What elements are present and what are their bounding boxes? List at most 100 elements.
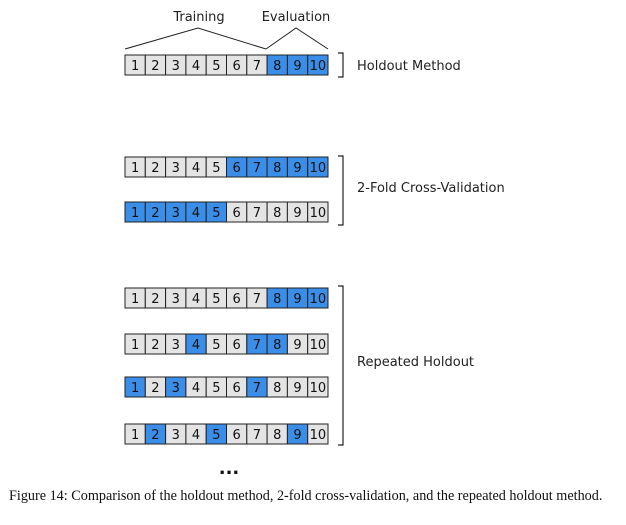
fold-number: 5 (212, 428, 220, 443)
fold-number: 8 (273, 381, 281, 396)
fold-cell (307, 201, 329, 223)
fold-number: 2 (151, 206, 159, 221)
fold-number: 9 (293, 381, 301, 396)
fold-number: 8 (273, 59, 281, 74)
figure-caption: Figure 14: Comparison of the holdout met… (9, 488, 603, 504)
repeated-bracket (338, 285, 344, 446)
ellipsis: ... (219, 458, 240, 479)
fold-number: 9 (293, 428, 301, 443)
fold-number: 3 (172, 161, 180, 176)
holdout-method-label: Holdout Method (357, 59, 461, 74)
fold-cell (307, 376, 329, 398)
evaluation-label: Evaluation (262, 10, 331, 25)
fold-number: 1 (131, 381, 139, 396)
fold-number: 4 (192, 381, 200, 396)
fold-number: 8 (273, 428, 281, 443)
holdout-bracket (338, 52, 344, 78)
evaluation-bracket (265, 27, 329, 50)
fold-number: 10 (310, 161, 327, 176)
fold-number: 1 (131, 338, 139, 353)
fold-number: 10 (310, 292, 327, 307)
fold-number: 6 (233, 206, 241, 221)
fold-number: 6 (233, 381, 241, 396)
fold-number: 2 (151, 292, 159, 307)
fold-number: 1 (131, 428, 139, 443)
fold-number: 4 (192, 206, 200, 221)
fold-number: 7 (253, 292, 261, 307)
fold-number: 10 (310, 206, 327, 221)
fold-number: 6 (233, 292, 241, 307)
fold-cell (307, 423, 329, 445)
fold-cell (307, 54, 329, 76)
fold-number: 4 (192, 161, 200, 176)
fold-number: 3 (172, 292, 180, 307)
fold-cell (307, 333, 329, 355)
fold-number: 3 (172, 206, 180, 221)
fold-number: 7 (253, 59, 261, 74)
fold-number: 9 (293, 206, 301, 221)
fold-number: 8 (273, 206, 281, 221)
fold-number: 2 (151, 59, 159, 74)
fold-number: 8 (273, 161, 281, 176)
fold-number: 5 (212, 59, 220, 74)
fold-number: 7 (253, 161, 261, 176)
fold-number: 1 (131, 161, 139, 176)
fold-number: 3 (172, 338, 180, 353)
fold-number: 2 (151, 428, 159, 443)
fold-number: 8 (273, 292, 281, 307)
fold-number: 9 (293, 338, 301, 353)
fold-number: 5 (212, 381, 220, 396)
fold-number: 4 (192, 59, 200, 74)
fold-number: 10 (310, 381, 327, 396)
fold-number: 6 (233, 338, 241, 353)
fold-number: 7 (253, 338, 261, 353)
group-brackets (338, 52, 344, 446)
fold-number: 10 (310, 59, 327, 74)
fold-number: 2 (151, 338, 159, 353)
fold-number: 4 (192, 338, 200, 353)
fold-number: 6 (233, 161, 241, 176)
fold-number: 1 (131, 59, 139, 74)
fold-number: 3 (172, 59, 180, 74)
fold-number: 6 (233, 428, 241, 443)
fold-number: 5 (212, 292, 220, 307)
training-label: Training (172, 10, 224, 25)
fold-number: 10 (310, 338, 327, 353)
fold-number: 7 (253, 428, 261, 443)
fold-number: 6 (233, 59, 241, 74)
fold-number: 4 (192, 428, 200, 443)
fold-number: 9 (293, 161, 301, 176)
training-bracket (124, 27, 267, 50)
fold-number: 5 (212, 206, 220, 221)
fold-number: 1 (131, 206, 139, 221)
fold-number: 4 (192, 292, 200, 307)
fold-number: 9 (293, 292, 301, 307)
fold-number: 5 (212, 161, 220, 176)
fold-number: 1 (131, 292, 139, 307)
fold-number: 2 (151, 161, 159, 176)
fold-number: 10 (310, 428, 327, 443)
fold-number: 3 (172, 381, 180, 396)
fold-number: 8 (273, 338, 281, 353)
twofold-cv-label: 2-Fold Cross-Validation (357, 181, 505, 196)
fold-cell (307, 156, 329, 178)
split-bracket (124, 27, 329, 50)
fold-number: 3 (172, 428, 180, 443)
fold-number: 7 (253, 206, 261, 221)
fold-number: 9 (293, 59, 301, 74)
fold-number: 5 (212, 338, 220, 353)
repeated-holdout-label: Repeated Holdout (357, 355, 474, 370)
twofold-bracket (338, 155, 344, 226)
fold-number: 2 (151, 381, 159, 396)
fold-number: 7 (253, 381, 261, 396)
fold-cell (307, 287, 329, 309)
